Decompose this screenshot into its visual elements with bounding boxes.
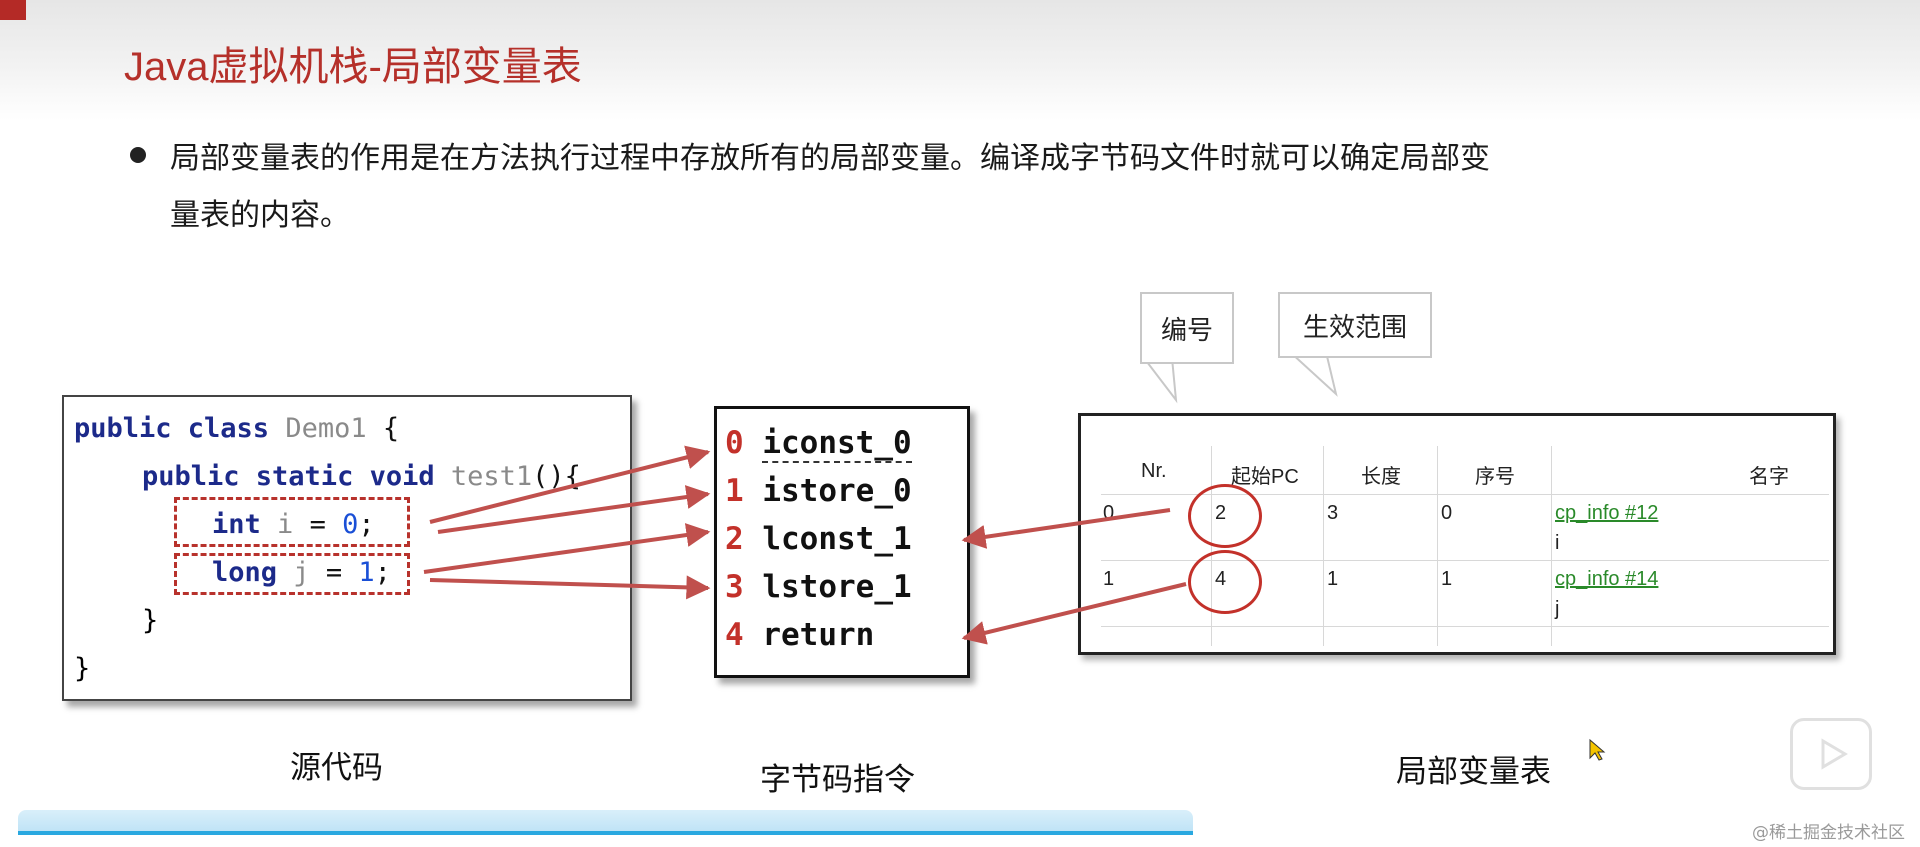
bullet-dot: [130, 147, 146, 163]
header-band: [0, 0, 1920, 120]
code-class-name: Demo1: [285, 413, 367, 444]
code-long-end: ;: [374, 557, 391, 588]
code-int-var: i: [277, 509, 294, 540]
subtitle-wave-bar: [18, 810, 1193, 832]
code-long-type: long: [212, 557, 278, 588]
table-cell-nr: 1: [1103, 568, 1115, 590]
table-cell-nr: 0: [1103, 502, 1115, 524]
table-divider: [1101, 626, 1829, 627]
bytecode-instruction: lconst_1: [762, 521, 912, 557]
code-line-int: int i = 0;: [212, 509, 375, 540]
mouse-cursor-icon: [1589, 738, 1606, 761]
bytecode-index: 3: [725, 569, 744, 605]
play-button[interactable]: [1790, 718, 1872, 790]
arrow-long-to-lstore: [429, 575, 711, 600]
code-class-keyword: public class: [74, 413, 270, 444]
table-divider: [1323, 446, 1324, 646]
play-icon: [1821, 738, 1848, 770]
source-code-panel: public class Demo1 { public static void …: [62, 395, 632, 701]
code-line-class: public class Demo1 {: [74, 413, 399, 444]
bytecode-instruction: istore_0: [762, 473, 912, 509]
table-cell-name: i: [1555, 532, 1560, 554]
code-outer-brace: }: [74, 653, 91, 684]
code-long-eq: =: [325, 557, 343, 588]
caption-bytecode: 字节码指令: [760, 762, 915, 798]
watermark: @稀土掘金技术社区: [1752, 823, 1905, 843]
code-method-name: test1: [450, 461, 533, 492]
bullet-text: 局部变量表的作用是在方法执行过程中存放所有的局部变量。编译成字节码文件时就可以确…: [170, 130, 1620, 244]
bytecode-panel: 0 iconst_0 1 istore_0 2 lconst_1 3 lstor…: [714, 406, 970, 678]
bullet-line-1: 局部变量表的作用是在方法执行过程中存放所有的局部变量。编译成字节码文件时就可以确…: [170, 141, 1490, 176]
video-progress-bar[interactable]: [18, 831, 1193, 835]
caption-local-variable-table: 局部变量表: [1396, 754, 1551, 790]
code-int-type: int: [212, 509, 261, 540]
slide-title: Java虚拟机栈-局部变量表: [124, 45, 582, 89]
table-cell-index: 0: [1441, 502, 1453, 524]
code-method-keyword: public static void: [142, 461, 435, 492]
table-divider: [1551, 446, 1552, 646]
start-pc-highlight-circle: [1188, 550, 1262, 614]
cp-info-link[interactable]: cp_info #12: [1555, 502, 1659, 524]
callout-scope: 生效范围: [1278, 292, 1432, 358]
column-header-nr: Nr.: [1141, 460, 1167, 482]
column-header-index: 序号: [1475, 466, 1515, 488]
table-divider: [1101, 560, 1829, 561]
corner-mark: [0, 0, 26, 20]
bytecode-row: 0 iconst_0: [725, 425, 912, 463]
bytecode-row: 2 lconst_1: [725, 521, 912, 557]
code-int-eq: =: [309, 509, 326, 540]
arrow-pc2-to-lconst: [961, 508, 1171, 549]
start-pc-highlight-circle: [1188, 484, 1262, 548]
column-header-start-pc: 起始PC: [1231, 466, 1299, 488]
bytecode-index: 4: [725, 617, 744, 653]
bullet-line-2: 量表的内容。: [170, 198, 350, 233]
table-cell-length: 3: [1327, 502, 1339, 524]
cp-info-link[interactable]: cp_info #14: [1555, 568, 1659, 590]
bytecode-row: 3 lstore_1: [725, 569, 912, 605]
code-int-end: ;: [358, 509, 375, 540]
bytecode-instruction: return: [762, 617, 875, 653]
bytecode-index: 1: [725, 473, 744, 509]
local-variable-table: Nr. 起始PC 长度 序号 名字 0 2 3 0 cp_info #12 i …: [1078, 413, 1836, 655]
table-divider: [1437, 446, 1438, 646]
bytecode-row: 4 return: [725, 617, 874, 653]
code-long-var: j: [293, 557, 310, 588]
code-line-long: long j = 1;: [212, 557, 391, 588]
code-inner-brace: }: [142, 605, 159, 636]
column-header-name: 名字: [1749, 466, 1789, 488]
arrow-pc4-to-return: [961, 582, 1187, 645]
code-int-val: 0: [342, 509, 359, 540]
arrow-int-to-istore: [437, 485, 711, 534]
table-cell-name: j: [1555, 598, 1560, 620]
code-long-val: 1: [358, 557, 375, 588]
bytecode-index: 0: [725, 425, 744, 461]
table-cell-length: 1: [1327, 568, 1339, 590]
bytecode-instruction: lstore_1: [762, 569, 912, 605]
arrow-long-to-lconst: [423, 523, 711, 574]
bytecode-index: 2: [725, 521, 744, 557]
caption-source-code: 源代码: [290, 750, 383, 786]
column-header-length: 长度: [1361, 466, 1401, 488]
code-line-method: public static void test1(){: [142, 461, 581, 492]
bytecode-instruction: iconst_0: [762, 425, 912, 463]
int-line-highlight: [174, 497, 410, 547]
bytecode-row: 1 istore_0: [725, 473, 912, 509]
callout-number: 编号: [1140, 292, 1234, 364]
code-class-brace: {: [382, 413, 400, 444]
table-cell-index: 1: [1441, 568, 1453, 590]
long-line-highlight: [174, 553, 410, 595]
arrow-int-to-iconst: [429, 445, 711, 524]
table-divider: [1101, 494, 1829, 495]
